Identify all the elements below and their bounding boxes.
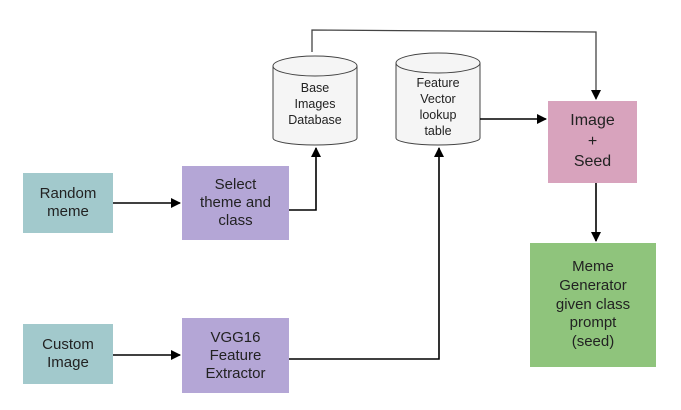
edge-database-to-image-seed (311, 29, 601, 100)
select-theme-class-node: Select theme and class (182, 166, 289, 240)
edge-vgg-to-feature-table (289, 147, 444, 360)
image-seed-node: Image + Seed (548, 101, 637, 183)
custom-image-node: Custom Image (23, 324, 113, 384)
feature-vector-table-label: Feature Vector lookup table (416, 75, 460, 139)
vgg16-feature-extractor-node: VGG16 Feature Extractor (182, 318, 289, 393)
meme-generator-node: Meme Generator given class prompt (seed) (530, 243, 656, 367)
edge-select-to-database (289, 147, 321, 211)
base-images-database-cylinder (272, 55, 358, 146)
base-images-database-label: Base Images Database (288, 80, 342, 128)
random-meme-node: Random meme (23, 173, 113, 233)
feature-vector-cylinder (395, 52, 481, 146)
